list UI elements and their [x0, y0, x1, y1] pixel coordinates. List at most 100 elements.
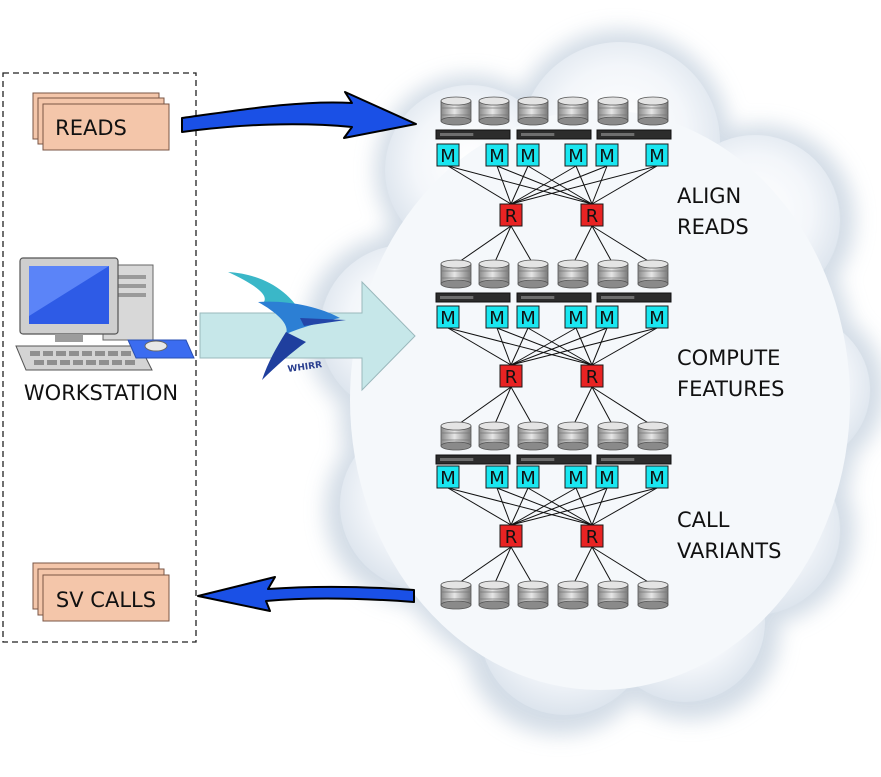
stage-compute-features-label: COMPUTE FEATURES: [677, 346, 784, 401]
connection-line: [510, 327, 529, 366]
mapper-node: M: [645, 305, 669, 329]
whirr-bird-logo: WHIRR: [228, 272, 346, 380]
sv-calls-file-stack: SV CALLS: [32, 562, 170, 622]
connection-line: [591, 327, 658, 366]
connection-line: [572, 546, 593, 586]
database-disk-icon: [440, 259, 472, 289]
connection-line: [496, 327, 512, 366]
connection-line: [510, 327, 658, 366]
mapper-node: M: [485, 305, 509, 329]
mapper-node-label: M: [599, 468, 615, 489]
server-rack-icon: [435, 454, 511, 465]
mapper-node-label: M: [520, 468, 536, 489]
connection-line: [496, 487, 512, 526]
mapper-node-label: M: [440, 468, 456, 489]
connection-line: [591, 546, 654, 586]
mapper-node: M: [645, 465, 669, 489]
mapper-node: M: [595, 465, 619, 489]
connection-line: [591, 487, 608, 526]
connection-line: [510, 386, 534, 427]
database-disk-icon: [557, 580, 589, 610]
connection-line: [496, 165, 512, 205]
reducer-node: R: [499, 524, 523, 548]
connection-line: [591, 225, 614, 265]
mapper-node: M: [564, 143, 588, 167]
mapper-node: M: [516, 143, 540, 167]
reducer-node: R: [499, 364, 523, 388]
reducer-node: R: [499, 203, 523, 227]
mapper-node-label: M: [568, 308, 584, 329]
server-rack-icon: [516, 129, 592, 140]
database-disk-icon: [597, 259, 629, 289]
connection-line: [510, 327, 577, 366]
mapper-node: M: [564, 305, 588, 329]
server-rack-icon: [516, 454, 592, 465]
server-rack-icon: [435, 292, 511, 303]
mapper-node: M: [436, 305, 460, 329]
connection-line: [493, 386, 512, 427]
mapper-node-label: M: [649, 308, 665, 329]
server-rack-icon: [596, 292, 672, 303]
mapper-node-label: M: [649, 146, 665, 167]
connection-line: [591, 225, 654, 265]
stage-label-line2: READS: [677, 215, 749, 239]
mapper-node-label: M: [489, 308, 505, 329]
mapper-node: M: [595, 143, 619, 167]
reducer-node-label: R: [586, 367, 599, 388]
database-disk-icon: [557, 96, 589, 126]
mapper-node: M: [485, 143, 509, 167]
reducer-node-label: R: [505, 206, 518, 227]
connection-line: [510, 165, 658, 205]
mapper-node-label: M: [489, 146, 505, 167]
reducer-node: R: [580, 364, 604, 388]
database-disk-icon: [637, 421, 669, 451]
database-disk-icon: [478, 96, 510, 126]
reducer-node-label: R: [586, 527, 599, 548]
server-rack-icon: [435, 129, 511, 140]
connection-line: [447, 165, 512, 205]
connection-line: [591, 165, 658, 205]
connection-line: [510, 165, 577, 205]
connection-line: [591, 386, 654, 427]
connection-line: [591, 487, 658, 526]
whirr-logo-text: WHIRR: [287, 360, 323, 375]
stage-label-line1: ALIGN: [677, 184, 741, 208]
connection-line: [510, 327, 608, 366]
database-disk-icon: [637, 580, 669, 610]
mapper-node-label: M: [599, 146, 615, 167]
database-disk-icon: [478, 259, 510, 289]
connection-line: [455, 386, 512, 427]
database-disk-icon: [478, 580, 510, 610]
workstation-label: WORKSTATION: [24, 381, 178, 405]
mapper-node: M: [436, 465, 460, 489]
input-data-arrow: [181, 91, 417, 139]
stage-label-line2: VARIANTS: [677, 539, 781, 563]
reducer-node: R: [580, 203, 604, 227]
reads-label: READS: [55, 116, 127, 140]
mapper-node: M: [564, 465, 588, 489]
connection-line: [510, 165, 529, 205]
database-disk-icon: [557, 259, 589, 289]
connection-line: [447, 487, 512, 526]
database-disk-icon: [478, 421, 510, 451]
server-rack-icon: [596, 129, 672, 140]
connection-line: [510, 487, 658, 526]
reducer-node-label: R: [505, 527, 518, 548]
database-disk-icon: [440, 580, 472, 610]
database-disk-icon: [597, 96, 629, 126]
reads-file-stack: READS: [32, 92, 170, 151]
mapper-node: M: [645, 143, 669, 167]
connection-line: [572, 386, 593, 427]
mapper-node: M: [595, 305, 619, 329]
connection-line: [591, 327, 608, 366]
stage-label-line1: CALL: [677, 508, 730, 532]
connection-line: [591, 546, 614, 586]
server-rack-icon: [596, 454, 672, 465]
mapper-node: M: [485, 465, 509, 489]
reducer-node-label: R: [586, 206, 599, 227]
connection-line: [510, 487, 577, 526]
database-disk-icon: [440, 96, 472, 126]
connection-line: [510, 487, 608, 526]
mapper-node-label: M: [489, 468, 505, 489]
